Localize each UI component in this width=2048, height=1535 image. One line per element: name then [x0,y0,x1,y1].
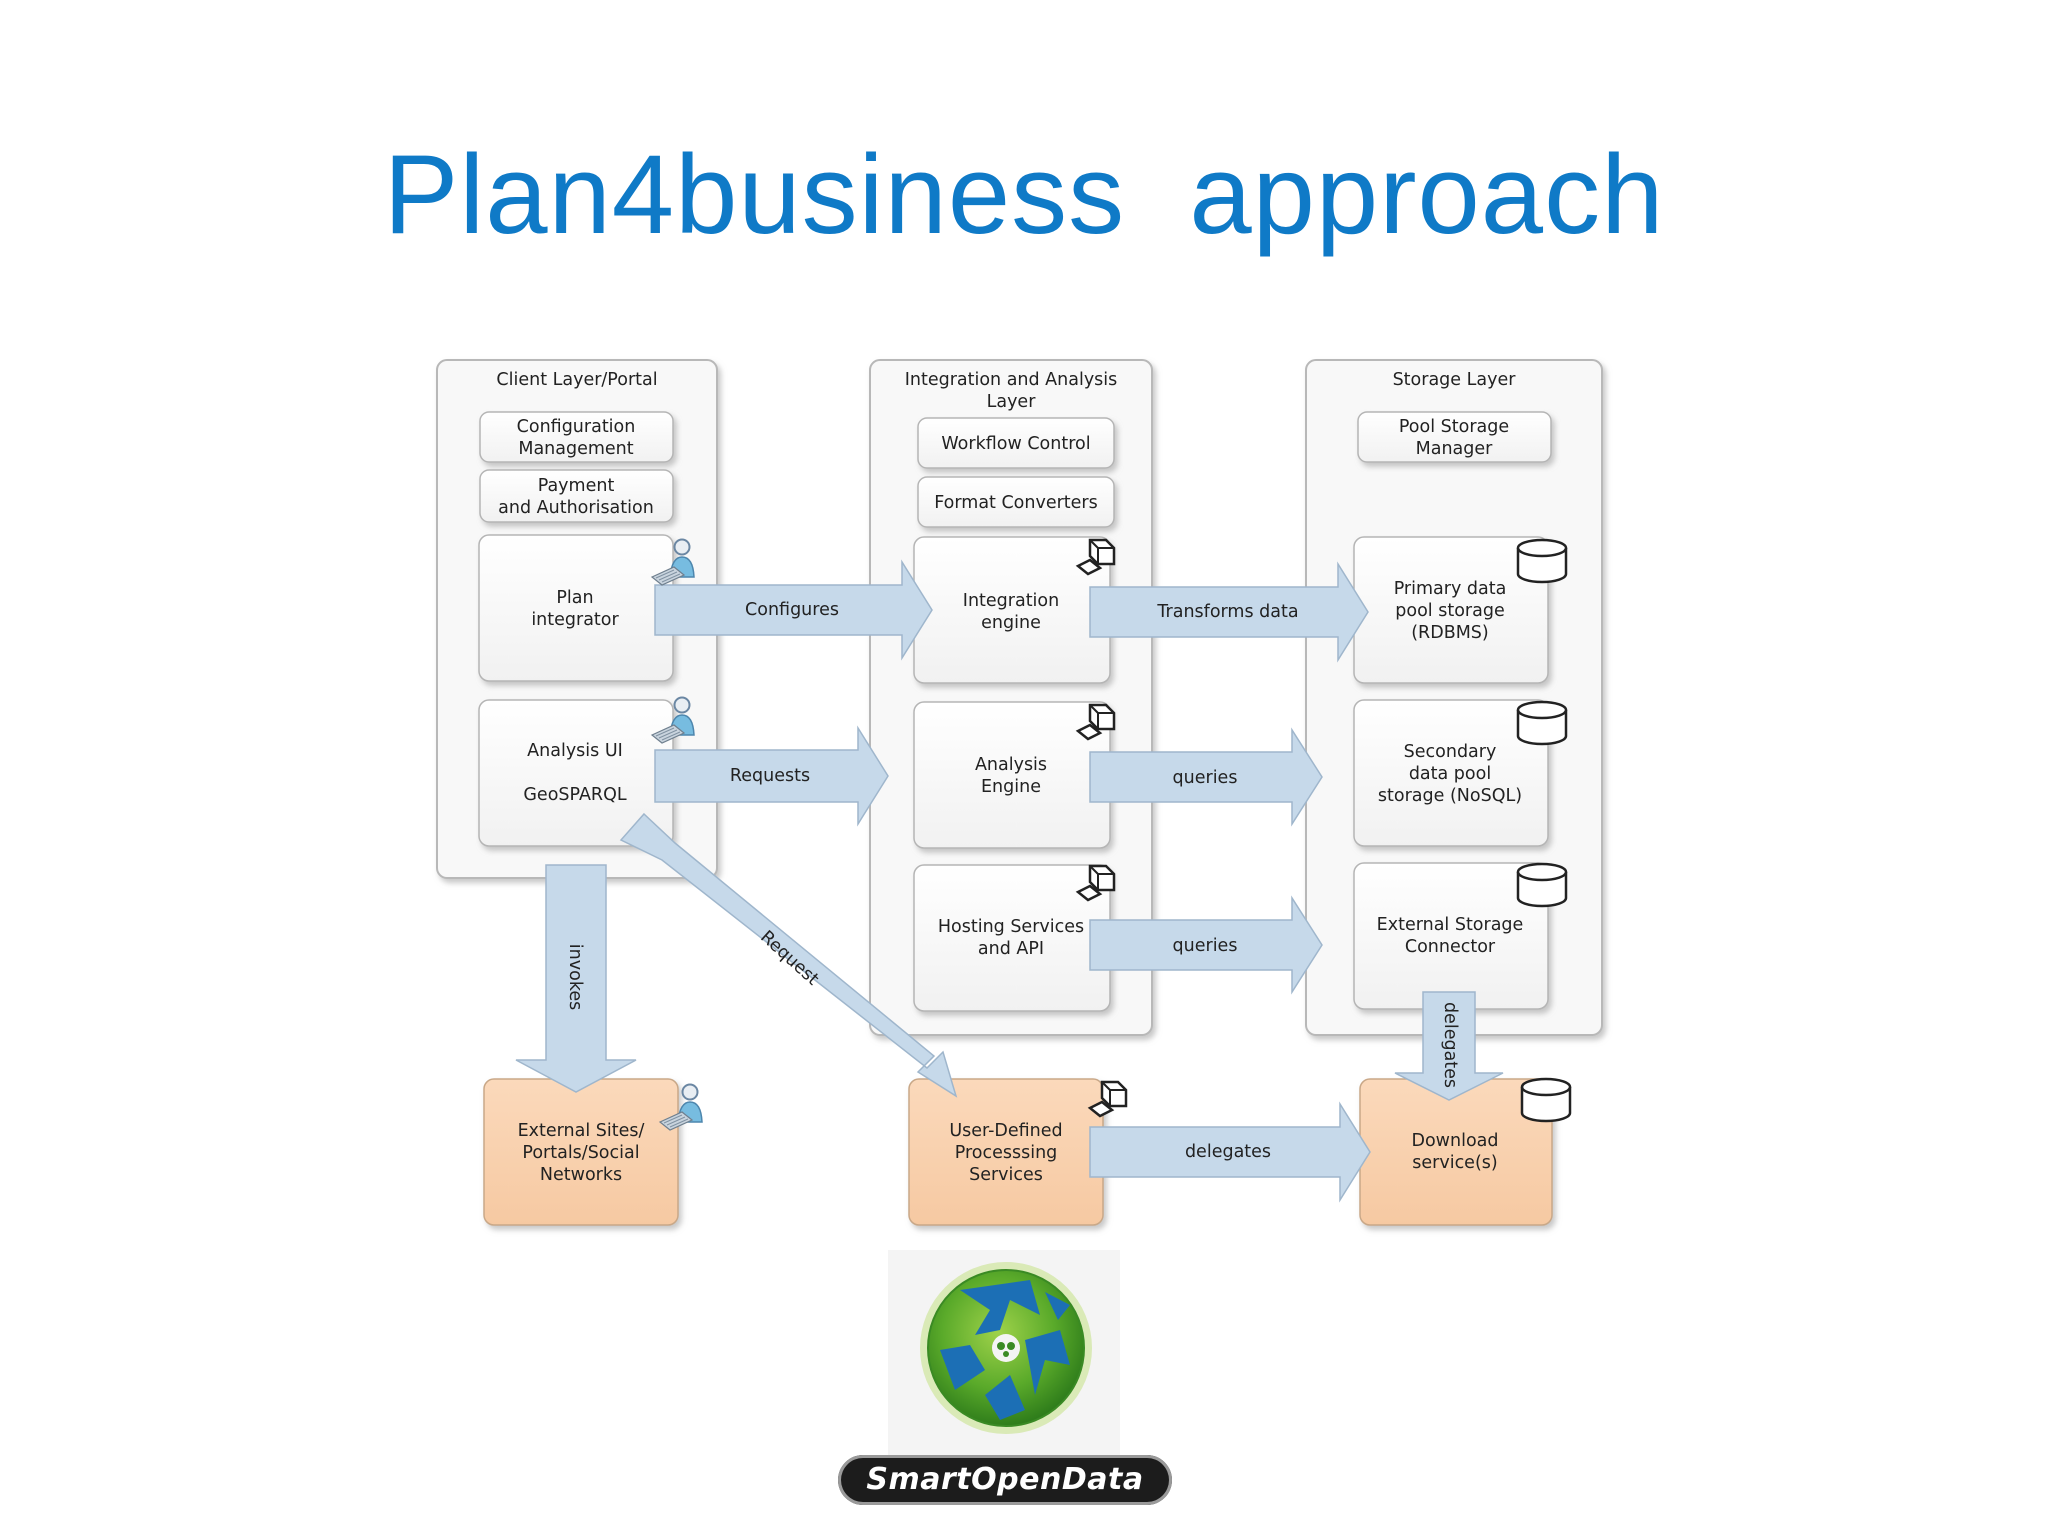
external-sites-line3: Networks [540,1165,622,1185]
integration-layer-title-line1: Integration and Analysis [905,370,1118,390]
external-sites-line2: Portals/Social [522,1143,639,1163]
database-icon-download [1520,1077,1572,1123]
format-converters-box [917,476,1115,528]
analysis-ui-line1: Analysis UI [527,741,623,761]
request-diagonal-arrow [619,812,958,1098]
payment-authorisation-line2: and Authorisation [498,498,654,518]
external-storage-line1: External Storage [1377,915,1524,935]
payment-authorisation-box [479,469,674,523]
hosting-services-line1: Hosting Services [938,917,1084,937]
secondary-storage-line3: storage (NoSQL) [1378,786,1522,806]
client-layer-title: Client Layer/Portal [496,370,657,390]
hosting-services-box [913,864,1111,1012]
external-sites-line1: External Sites/ [518,1121,645,1141]
analysis-ui-line2: GeoSPARQL [523,785,626,805]
external-storage-line2: Connector [1405,937,1496,957]
primary-storage-line2: pool storage [1395,601,1504,621]
analysis-engine-line1: Analysis [975,755,1047,775]
delegates-right-arrow-label: delegates [1185,1142,1271,1162]
page-title: Plan4business approach [383,132,1665,257]
delegates-right-arrow [1089,1101,1371,1203]
delegates-down-arrow [1394,991,1504,1101]
database-icon-primary [1516,538,1568,584]
integration-engine-line1: Integration [963,591,1059,611]
format-converters-label: Format Converters [934,493,1098,513]
queries-arrow-1 [1089,727,1323,827]
analysis-engine-box [913,701,1111,849]
plan-integrator-box [478,534,674,682]
user-defined-services-line1: User-Defined [949,1121,1062,1141]
plan-integrator-line2: integrator [531,610,619,630]
pool-storage-manager-box [1357,411,1552,463]
secondary-storage-box [1353,699,1549,847]
configures-arrow-label: Configures [745,600,839,620]
smartopendata-logo-text: SmartOpenData [838,1455,1172,1505]
secondary-storage-line2: data pool [1409,764,1491,784]
pool-storage-manager-line1: Pool Storage [1399,417,1509,437]
requests-arrow [654,725,889,827]
configures-arrow [654,559,933,661]
config-management-line1: Configuration [517,417,636,437]
invokes-arrow [515,864,637,1093]
storage-layer-title: Storage Layer [1393,370,1517,390]
queries-arrow-1-label: queries [1173,768,1238,788]
server-icon-hosting-services [1075,864,1116,902]
database-icon-external [1516,862,1568,908]
plan-integrator-line1: Plan [556,588,593,608]
delegates-down-arrow-label: delegates [1440,1002,1460,1088]
download-service-line2: service(s) [1412,1153,1497,1173]
workflow-control-label: Workflow Control [941,434,1090,454]
user-icon-external-sites [658,1083,703,1131]
transforms-arrow [1089,561,1369,663]
hosting-services-line2: and API [978,939,1044,959]
user-defined-services-line2: Processsing [955,1143,1058,1163]
secondary-storage-line1: Secondary [1404,742,1497,762]
integration-layer-title-line2: Layer [987,392,1037,412]
queries-arrow-2-label: queries [1173,936,1238,956]
workflow-control-box [917,417,1115,469]
smartopendata-globe-logo [888,1250,1120,1458]
primary-storage-line3: (RDBMS) [1411,623,1489,643]
pool-storage-manager-line2: Manager [1416,439,1494,459]
user-icon-plan-integrator [650,538,695,586]
transforms-arrow-label: Transforms data [1156,602,1298,622]
user-defined-services-line3: Services [969,1165,1043,1185]
server-icon-integration-engine [1075,538,1116,576]
download-service-line1: Download [1412,1131,1499,1151]
server-icon-user-defined [1087,1080,1128,1118]
requests-arrow-label: Requests [730,766,810,786]
user-icon-analysis-ui [650,696,695,744]
config-management-box [479,411,674,463]
invokes-arrow-label: invokes [565,944,585,1010]
server-icon-analysis-engine [1075,703,1116,741]
primary-storage-line1: Primary data [1394,579,1507,599]
analysis-engine-line2: Engine [981,777,1041,797]
database-icon-secondary [1516,700,1568,746]
payment-authorisation-line1: Payment [538,476,615,496]
queries-arrow-2 [1089,895,1323,995]
config-management-line2: Management [518,439,633,459]
integration-engine-line2: engine [981,613,1041,633]
